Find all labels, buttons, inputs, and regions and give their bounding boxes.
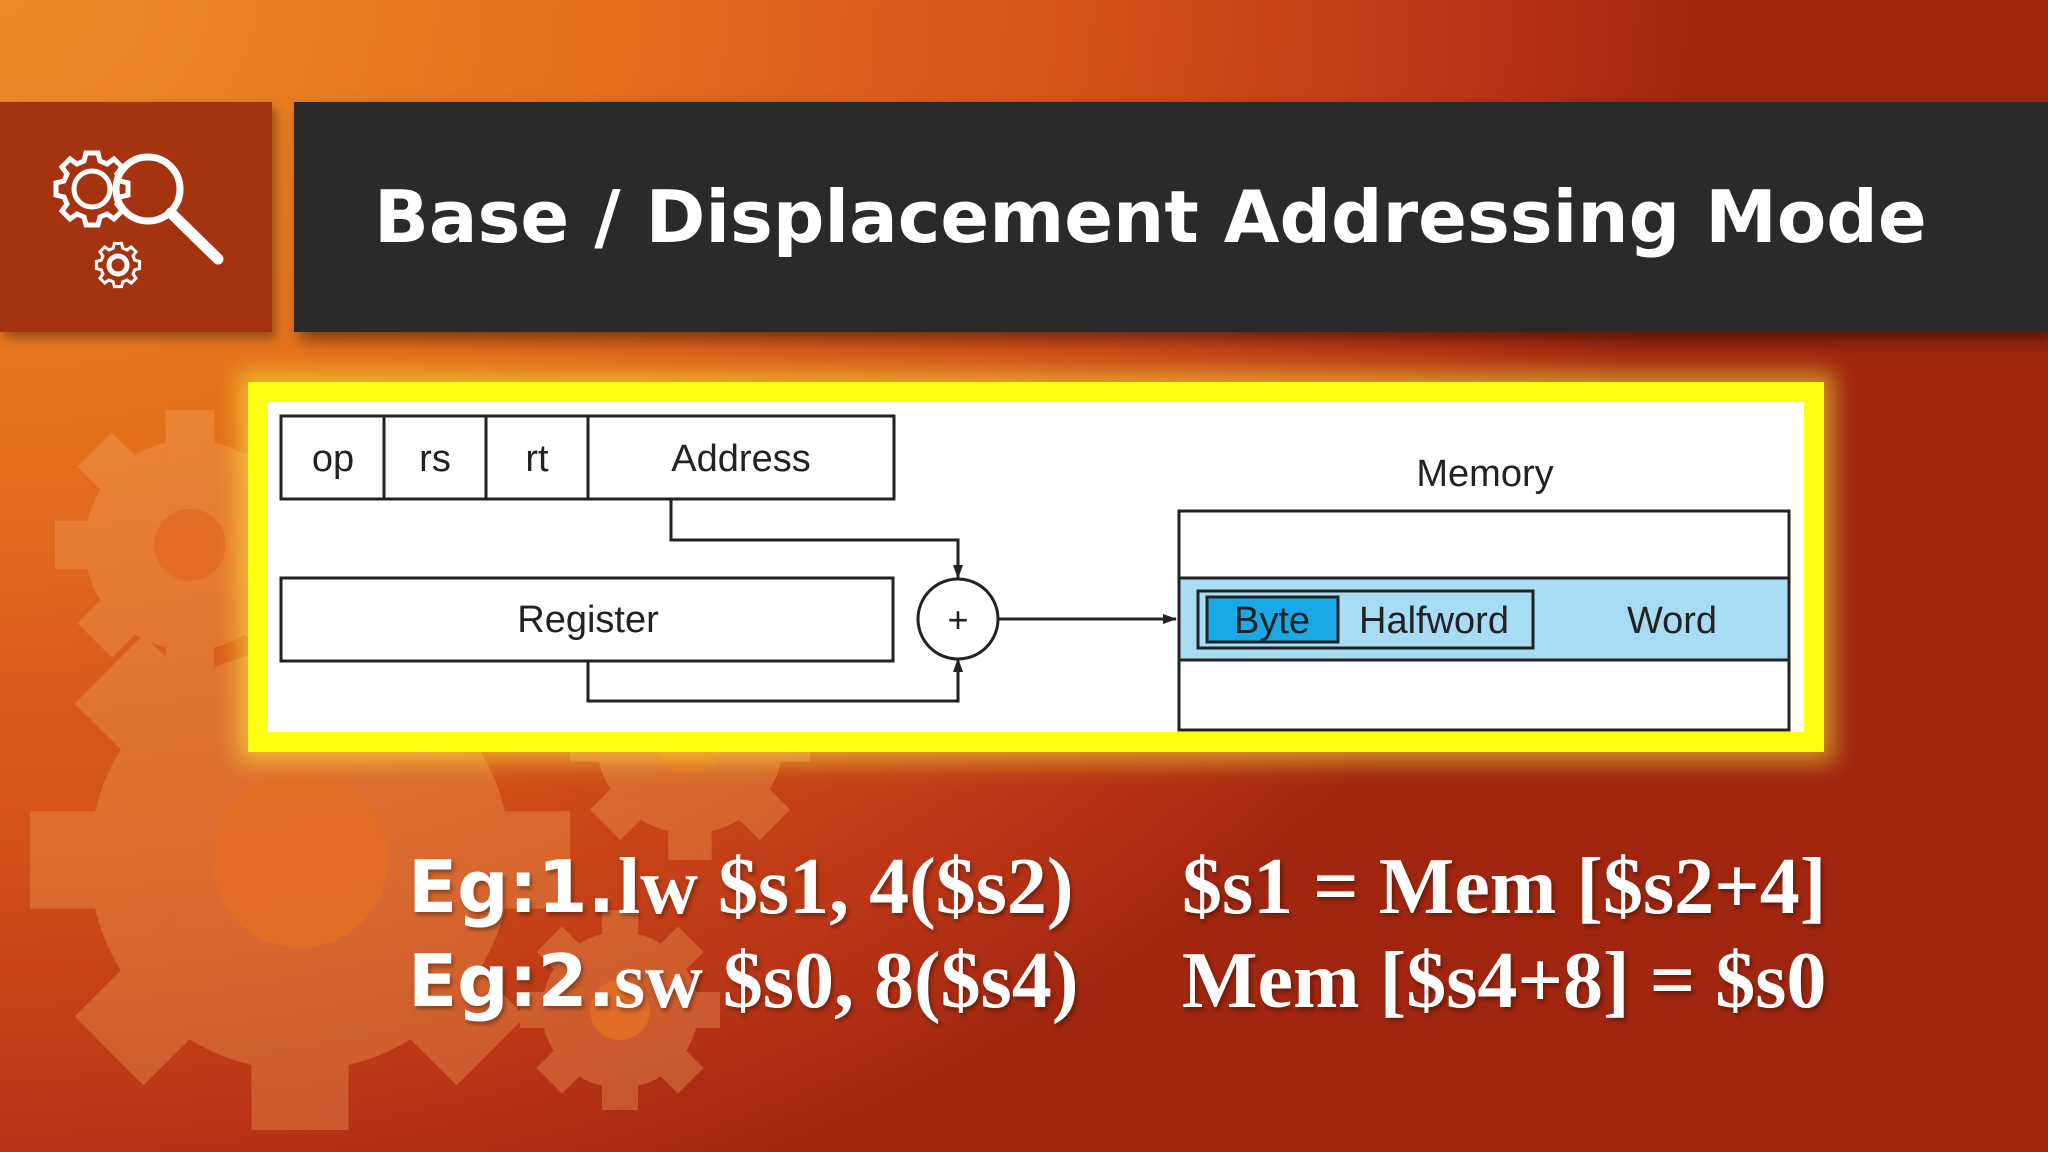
halfword-label: Halfword (1359, 600, 1509, 642)
example-code: lw $s1, 4($s2) (618, 843, 1074, 931)
register-label: Register (517, 599, 659, 641)
byte-box (1205, 595, 1340, 644)
halfword-box (1196, 589, 1535, 650)
register-box (279, 576, 895, 663)
slide-title: Base / Displacement Addressing Mode (374, 175, 1927, 259)
title-bar: Base / Displacement Addressing Mode (294, 102, 2048, 332)
field-rs-box (382, 414, 488, 501)
example-label: Eg:2. (408, 939, 615, 1023)
icon-box (0, 102, 272, 332)
field-rt: rt (525, 438, 549, 480)
field-rs: rs (419, 438, 451, 480)
example-code: sw $s0, 8($s4) (614, 937, 1079, 1025)
diagram-frame: op rs rt Address Register + (248, 382, 1824, 752)
adder-symbol: + (947, 599, 968, 640)
example-result: Mem [$s4+8] = $s0 (1182, 937, 1827, 1025)
field-address: Address (671, 438, 810, 480)
register-to-adder-line (586, 658, 963, 703)
instruction-format: op rs rt Address (279, 414, 896, 501)
gears-magnifier-icon (53, 150, 224, 289)
address-to-adder-line (669, 499, 963, 579)
adder: + (916, 577, 1000, 661)
addressing-diagram: op rs rt Address Register + (279, 414, 1791, 732)
example-result: $s1 = Mem [$s2+4] (1182, 843, 1827, 931)
memory-block: Memory Byte Halfword Word (1177, 453, 1791, 732)
byte-label: Byte (1234, 600, 1310, 642)
memory-label: Memory (1416, 453, 1553, 495)
example-label: Eg:1. (408, 845, 615, 929)
field-op-box (279, 414, 386, 501)
field-address-box (586, 414, 896, 501)
field-op: op (312, 438, 354, 480)
register-block: Register (279, 576, 895, 663)
diagram-canvas: op rs rt Address Register + (268, 402, 1804, 732)
word-label: Word (1627, 600, 1717, 642)
